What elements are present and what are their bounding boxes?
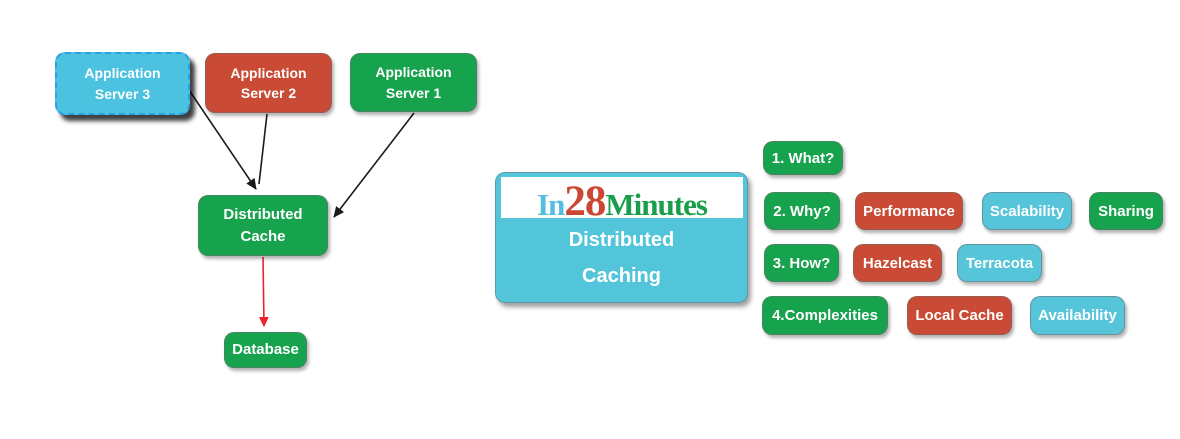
topic-label: Terracota [965, 254, 1034, 272]
node-app-server-1[interactable]: Application Server 1 [350, 53, 477, 112]
topic-complexities[interactable]: 4.Complexities [762, 296, 888, 335]
topic-label: 1. What? [771, 149, 835, 167]
node-label: Application [230, 64, 307, 81]
card-title-line2: Caching [582, 265, 661, 287]
topic-label: 4.Complexities [772, 307, 878, 324]
node-label: Database [232, 341, 299, 359]
topic-label: 3. How? [772, 254, 831, 272]
card-title-line1: Distributed [568, 229, 675, 251]
node-app-server-2[interactable]: Application Server 2 [205, 53, 332, 113]
topic-why[interactable]: 2. Why? [764, 192, 840, 230]
topic-scalability[interactable]: Scalability [982, 192, 1072, 230]
node-label: Application [375, 64, 452, 81]
arrow-as1-to-cache [333, 112, 415, 218]
topic-what[interactable]: 1. What? [763, 141, 843, 175]
node-label: Cache [240, 227, 286, 245]
topic-sharing[interactable]: Sharing [1089, 192, 1163, 230]
arrow-cache-to-database [258, 256, 269, 327]
topic-label: Local Cache [915, 307, 1004, 324]
topic-label: Scalability [989, 202, 1065, 220]
node-label: Application [84, 65, 161, 82]
topic-terracota[interactable]: Terracota [957, 244, 1042, 282]
topic-label: Sharing [1098, 202, 1154, 220]
node-label: Server 3 [94, 85, 151, 102]
topic-label: Hazelcast [862, 254, 933, 272]
brand-part-in: In [537, 187, 565, 222]
topic-label: 2. Why? [773, 202, 831, 220]
node-label: Server 2 [240, 85, 297, 101]
brand-part-28: 28 [564, 178, 606, 225]
node-app-server-3[interactable]: Application Server 3 [55, 52, 190, 115]
node-label: Distributed [223, 205, 303, 223]
topic-availability[interactable]: Availability [1030, 296, 1125, 335]
topic-label: Performance [863, 202, 955, 220]
node-label: Server 1 [385, 84, 442, 101]
topic-label: Availability [1038, 307, 1117, 324]
arrow-as2-to-cache [258, 113, 268, 185]
topic-how[interactable]: 3. How? [764, 244, 839, 282]
topic-performance[interactable]: Performance [855, 192, 963, 230]
topic-local-cache[interactable]: Local Cache [907, 296, 1012, 335]
topic-hazelcast[interactable]: Hazelcast [853, 244, 942, 282]
node-database[interactable]: Database [224, 332, 307, 368]
brand-part-minutes: Minutes [605, 187, 707, 222]
node-distributed-cache[interactable]: Distributed Cache [198, 195, 328, 256]
